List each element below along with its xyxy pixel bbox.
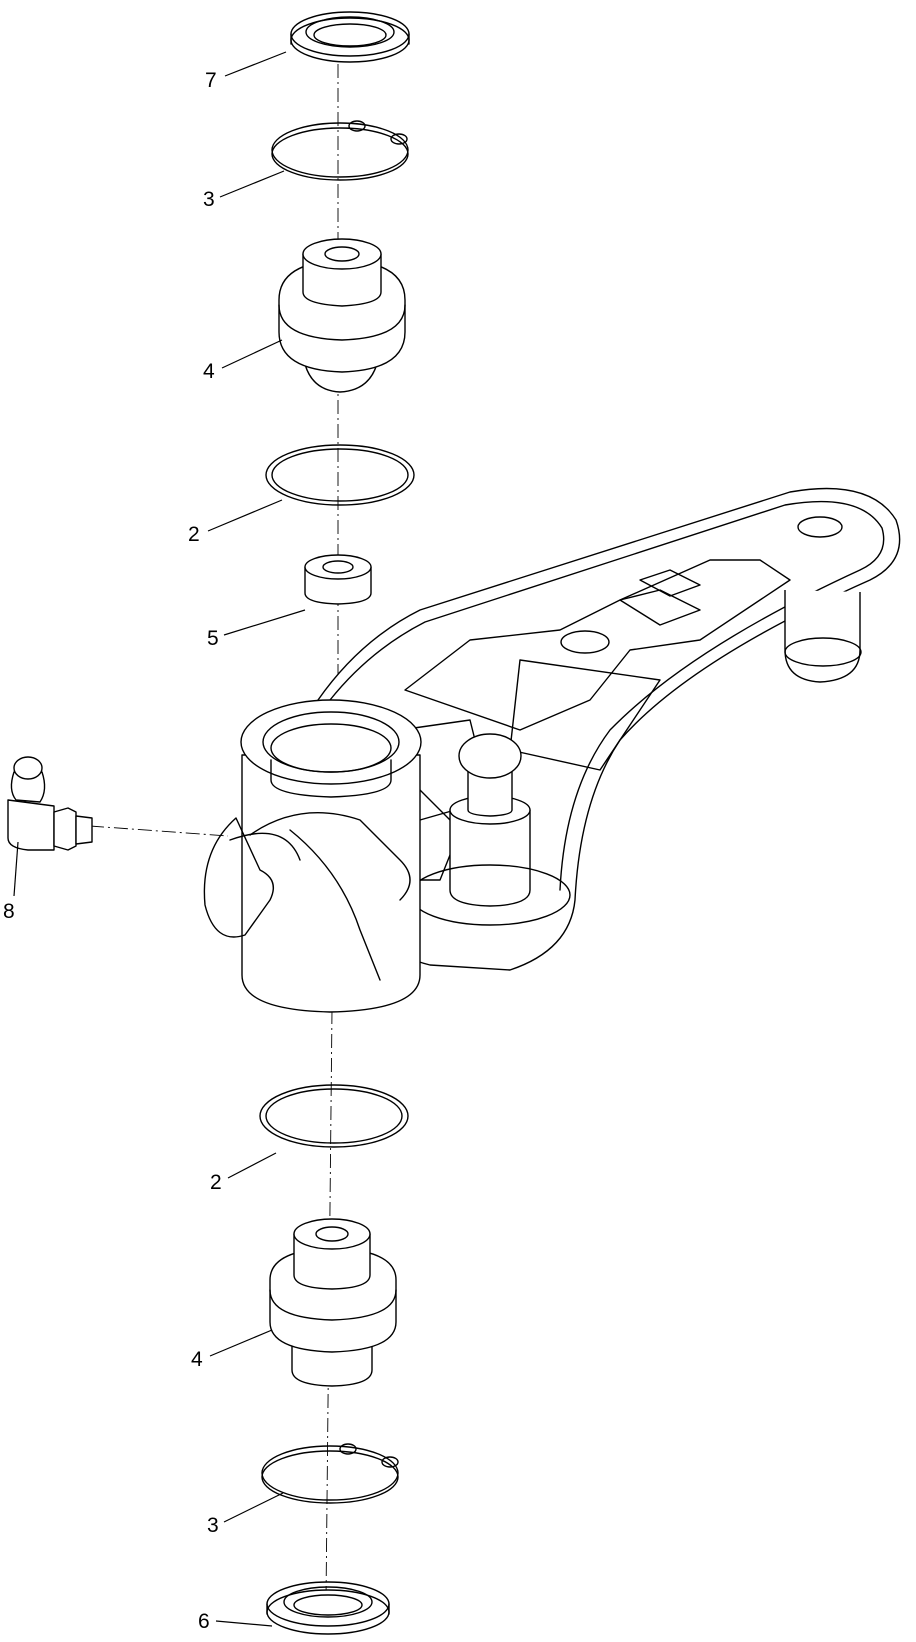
grease-fitting bbox=[7, 756, 93, 851]
leader-7 bbox=[224, 51, 287, 77]
o-ring-bottom bbox=[259, 1084, 409, 1148]
leader-6 bbox=[215, 1620, 273, 1627]
spacer bbox=[304, 554, 372, 605]
callout-4: 4 bbox=[191, 1348, 203, 1371]
callout-5: 5 bbox=[207, 627, 219, 650]
leader-2a bbox=[207, 499, 283, 532]
leader-4a bbox=[221, 339, 283, 369]
seal-top bbox=[290, 11, 410, 63]
leader-4b bbox=[209, 1329, 273, 1357]
callout-7: 7 bbox=[205, 69, 217, 92]
retaining-ring-top bbox=[271, 120, 409, 181]
callout-2: 2 bbox=[210, 1171, 222, 1194]
callout-4: 4 bbox=[203, 360, 215, 383]
leader-3b bbox=[223, 1492, 284, 1523]
leader-8 bbox=[13, 841, 19, 897]
bushing-top bbox=[278, 238, 406, 393]
leader-2b bbox=[227, 1152, 277, 1179]
callout-8: 8 bbox=[3, 900, 15, 923]
leader-3a bbox=[219, 170, 285, 198]
spindle-arm bbox=[203, 487, 901, 1013]
callout-3: 3 bbox=[203, 188, 215, 211]
callout-2: 2 bbox=[188, 523, 200, 546]
callout-3: 3 bbox=[207, 1514, 219, 1537]
o-ring-top bbox=[265, 444, 415, 506]
retaining-ring-bottom bbox=[261, 1443, 399, 1504]
leader-5 bbox=[223, 609, 306, 636]
callout-6: 6 bbox=[198, 1610, 210, 1633]
bushing-bottom bbox=[269, 1218, 397, 1387]
seal-bottom bbox=[266, 1581, 390, 1635]
grease-fitting-centerline bbox=[89, 825, 229, 837]
